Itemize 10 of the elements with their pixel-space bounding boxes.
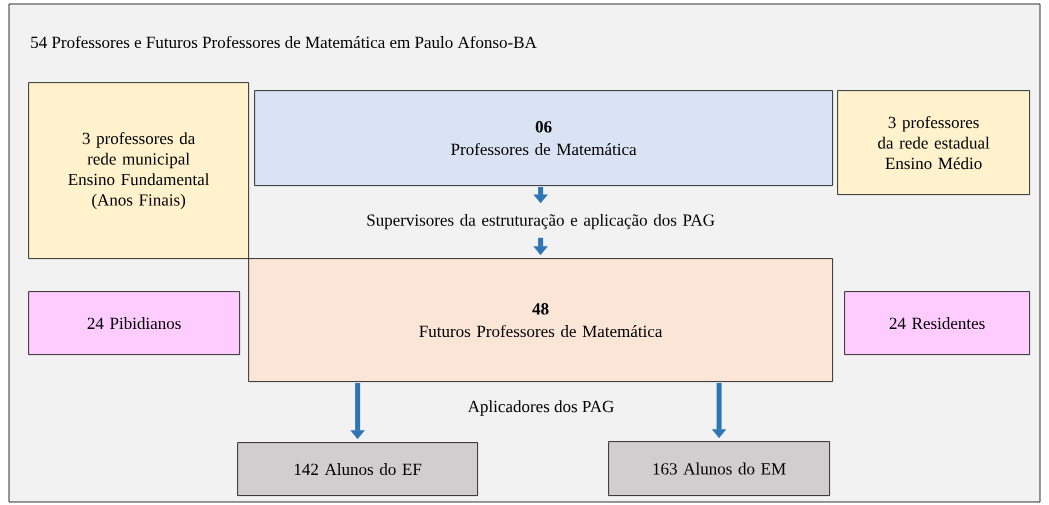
- process-box: 24 Residentes: [844, 291, 1030, 355]
- process-box: 142 Alunos do EF: [237, 442, 478, 496]
- process-box: 3 professores da rede municipal Ensino Fundamental (Anos Finais): [28, 82, 249, 259]
- step-label: Supervisores da estruturação e aplicação dos PAG: [367, 213, 715, 230]
- process-box: 163 Alunos do EM: [608, 441, 830, 496]
- process-box: 06 Professores de Matemática: [254, 90, 833, 186]
- note-text: Aplicadores dos PAG: [467, 400, 614, 416]
- process-box: 48 Futuros Professores de Matemática: [248, 258, 833, 382]
- process-box: 3 professores da rede estadual Ensino Médio: [837, 90, 1030, 195]
- process-box: 24 Pibidianos: [28, 291, 240, 355]
